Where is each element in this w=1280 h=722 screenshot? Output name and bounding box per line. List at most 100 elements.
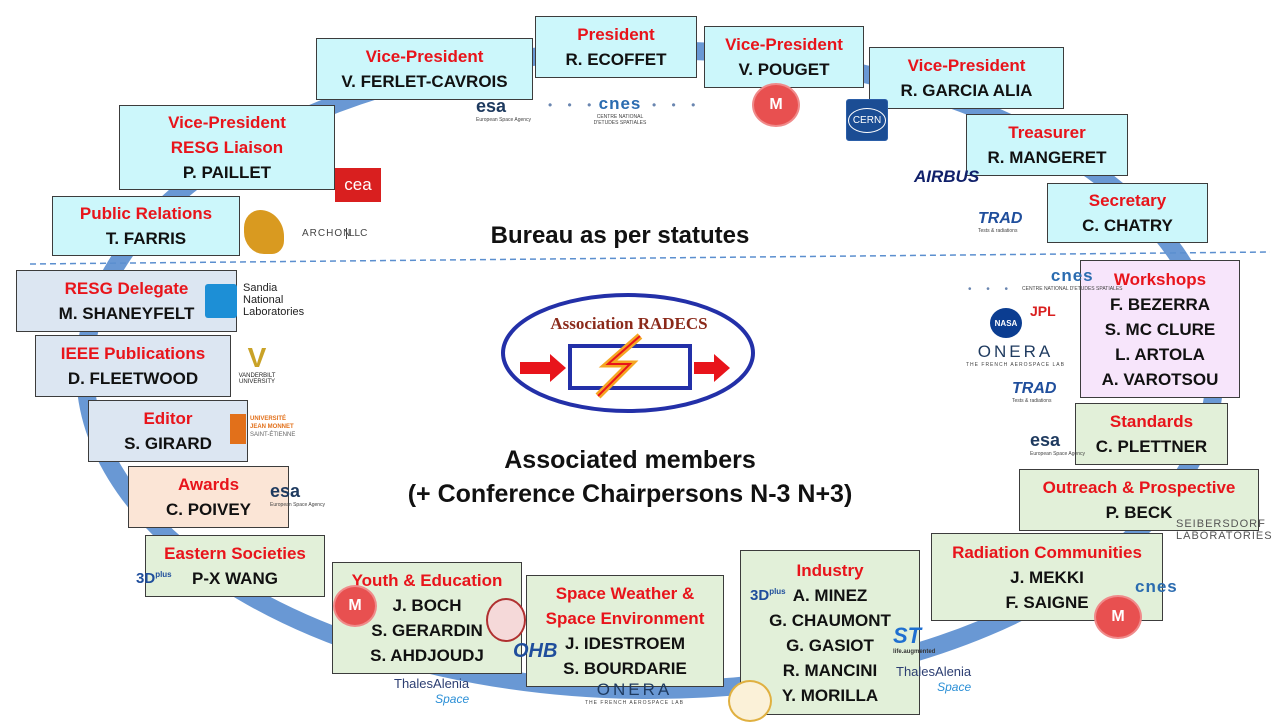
esa-logo-sub: European Space Agency (270, 502, 326, 508)
esa-logo-sub: European Space Agency (1030, 451, 1086, 457)
cea-logo-text: cea (344, 175, 372, 194)
trad-logo-2: TRAD Tests & radiations (1012, 380, 1056, 404)
box-vice-president-resg: Vice-President RESG Liaison P. PAILLET (119, 105, 335, 190)
vanderbilt-logo-line-2: UNIVERSITY (238, 379, 275, 385)
role-label: Treasurer (1008, 123, 1086, 142)
member-name: S. AHDJOUDJ (370, 646, 484, 665)
esa-logo-text: esa (270, 481, 301, 501)
st-logo: ST life.augmented (893, 623, 935, 655)
thales-logo-text: ThalesAlenia (896, 664, 972, 679)
trad-logo-text: TRAD (1012, 380, 1057, 397)
cnes-logo-text: cnes (1050, 266, 1094, 285)
role-label: Awards (177, 475, 240, 494)
ohb-logo: OHB (513, 640, 558, 662)
seibersdorf-logo: SEIBERSDORF LABORATORIES (1176, 518, 1273, 542)
cern-logo: CERN (846, 99, 888, 141)
trad-logo-text: TRAD (978, 210, 1023, 227)
member-name: P. PAILLET (182, 163, 272, 182)
box-ieee-publications: IEEE Publications D. FLEETWOOD (35, 335, 231, 397)
role-label: Workshops (1113, 269, 1207, 289)
role-label: Outreach & Prospective (1042, 478, 1236, 497)
member-name: F. SAIGNE (1005, 592, 1089, 612)
member-name: R. MANGERET (987, 148, 1107, 167)
airbus-logo: AIRBUS (914, 167, 980, 186)
member-name: S. MC CLURE (1104, 319, 1216, 339)
sandia-logo-line-3: Laboratories (243, 306, 305, 318)
member-name: S. GIRARD (124, 434, 212, 453)
role-label: IEEE Publications (60, 344, 206, 363)
member-name: R. ECOFFET (565, 50, 667, 69)
vanderbilt-logo-line-1: VANDERBILT (238, 373, 276, 379)
onera-logo-sub: THE FRENCH AEROSPACE LAB (966, 362, 1065, 368)
archon-logo: ARCHON LLC (244, 210, 367, 254)
vanderbilt-logo: V VANDERBILT UNIVERSITY (232, 343, 282, 393)
member-name: A. VAROTSOU (1101, 369, 1219, 389)
member-name: D. FLEETWOOD (67, 369, 199, 388)
ujm-logo-line-1: UNIVERSITÉ (250, 416, 287, 422)
st-logo-sub: life.augmented (893, 649, 936, 655)
member-name: J. IDESTROEM (565, 634, 685, 653)
dots-decoration-2: • • • (652, 98, 702, 112)
member-name: P. BECK (1105, 503, 1173, 522)
member-name: J. MEKKI (1010, 567, 1084, 587)
role-label: Vice-President (725, 35, 843, 54)
seibersdorf-logo-line-2: LABORATORIES (1176, 530, 1273, 542)
onera-logo-text: ONERA (596, 680, 673, 699)
association-logo-text: Association RADECS (550, 314, 708, 333)
member-name: P-X WANG (192, 569, 278, 588)
cnes-logo-3: cnes CENTRE NATIONAL D'ETUDES SPATIALES (1022, 266, 1123, 292)
sandia-logo: Sandia National Laboratories (205, 282, 305, 322)
thales-logo-space: Space (937, 680, 972, 694)
ujm-logo-line-2: JEAN MONNET (250, 424, 294, 430)
3dplus-logo-sup: plus (769, 587, 786, 596)
cnes-logo-2: cnes (1135, 577, 1178, 597)
lion-icon (244, 210, 284, 254)
role-label: Eastern Societies (164, 544, 306, 563)
role-label: RESG Delegate (64, 279, 189, 298)
box-industry: Industry A. MINEZ G. CHAUMONT G. GASIOT … (740, 550, 920, 715)
associated-subheading: (+ Conference Chairpersons N-3 N+3) (407, 480, 853, 508)
sandia-logo-line-2: National (243, 294, 284, 306)
onera-logo: ONERA THE FRENCH AEROSPACE LAB (585, 680, 684, 706)
onera-logo-2: ONERA THE FRENCH AEROSPACE LAB (966, 342, 1065, 368)
box-president: President R. ECOFFET (535, 16, 697, 78)
ujm-shield-icon (230, 414, 246, 444)
box-resg-delegate: RESG Delegate M. SHANEYFELT (16, 270, 237, 332)
cern-logo-text: CERN (847, 107, 887, 133)
bureau-divider (29, 251, 1271, 265)
esa-logo-3: esa European Space Agency (1030, 430, 1092, 457)
box-vice-president-1: Vice-President V. FERLET-CAVROIS (316, 38, 533, 100)
trad-logo: TRAD Tests & radiations (978, 210, 1022, 234)
esa-logo-text: esa (1030, 430, 1061, 450)
box-treasurer: Treasurer R. MANGERET (966, 114, 1128, 176)
box-awards: Awards C. POIVEY (128, 466, 289, 528)
role-label: Editor (143, 409, 193, 428)
box-secretary: Secretary C. CHATRY (1047, 183, 1208, 243)
member-name: A. MINEZ (792, 585, 868, 605)
university-seal-icon-4 (728, 680, 772, 722)
member-name: C. POIVEY (165, 500, 252, 519)
archon-logo-text: ARCHON (302, 228, 352, 239)
cnes-logo-text: cnes (598, 94, 642, 113)
bureau-heading: Bureau as per statutes (490, 222, 750, 249)
cnes-logo-text: cnes (1135, 577, 1178, 596)
member-name: F. BEZERRA (1109, 294, 1211, 314)
member-name: Y. MORILLA (781, 685, 879, 705)
3dplus-logo-2: 3Dplus (750, 587, 786, 604)
role-label-2: RESG Liaison (170, 138, 284, 157)
role-label: Youth & Education (351, 571, 503, 590)
member-name: V. FERLET-CAVROIS (341, 72, 508, 91)
member-name: R. MANCINI (782, 660, 878, 680)
jpl-logo: JPL (1030, 303, 1056, 319)
member-name: R. GARCIA ALIA (900, 81, 1033, 100)
3dplus-logo-text: 3D (136, 570, 156, 587)
esa-logo-sub: European Space Agency (476, 117, 532, 123)
member-name: C. CHATRY (1082, 216, 1173, 235)
ujm-logo-line-3: SAINT-ÉTIENNE (250, 432, 296, 438)
role-label: Space Weather & (555, 584, 695, 603)
association-radecs-logo: Association RADECS (500, 292, 756, 414)
box-editor: Editor S. GIRARD (88, 400, 248, 462)
esa-logo-2: esa European Space Agency (270, 481, 332, 508)
thales-alenia-logo: ThalesAlenia Space (394, 676, 469, 706)
university-seal-icon-2: M (333, 585, 377, 627)
